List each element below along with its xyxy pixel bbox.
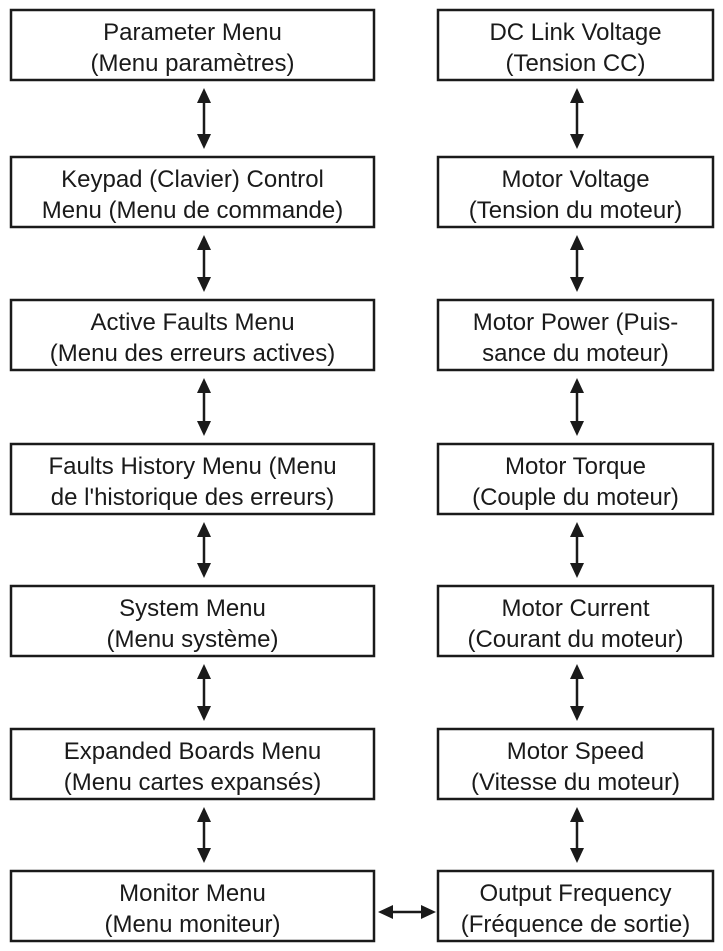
arrow-head-up — [197, 88, 211, 103]
arrow-head-down — [197, 277, 211, 292]
arrow-head-up — [570, 522, 584, 537]
right-box-frame — [436, 727, 715, 801]
arrow-head-up — [570, 88, 584, 103]
left-vertical-arrow-4 — [197, 664, 211, 721]
arrow-head-down — [570, 277, 584, 292]
arrow-head-left — [378, 905, 393, 919]
left-box-label-line2: Menu (Menu de commande) — [42, 197, 343, 224]
right-vertical-arrow-4 — [570, 664, 584, 721]
right-box-label-line2: (Courant du moteur) — [467, 626, 683, 653]
right-box-label-line2: (Tension du moteur) — [469, 197, 682, 224]
right-vertical-arrow-5 — [570, 807, 584, 863]
arrow-head-down — [570, 421, 584, 436]
right-box-2: Motor Power (Puis-sance du moteur) — [436, 298, 715, 372]
right-box-label-line2: sance du moteur) — [482, 340, 669, 367]
right-box-frame — [436, 442, 715, 516]
left-box-label-line2: de l'historique des erreurs) — [51, 484, 334, 511]
arrow-head-down — [570, 848, 584, 863]
right-box-label-line1: Output Frequency — [479, 880, 671, 907]
left-box-0: Parameter Menu (Menu paramètres) — [9, 8, 376, 82]
right-box-frame — [436, 8, 715, 82]
right-box-label-line2: (Vitesse du moteur) — [471, 769, 680, 796]
right-box-frame — [436, 869, 715, 943]
right-box-frame — [436, 584, 715, 658]
left-box-2: Active Faults Menu (Menu des erreurs acti… — [9, 298, 376, 372]
left-box-label-line1: Active Faults Menu — [90, 309, 294, 336]
right-vertical-arrow-0 — [570, 88, 584, 149]
left-vertical-arrow-5 — [197, 807, 211, 863]
arrow-head-up — [570, 235, 584, 250]
right-box-6: Output Frequency (Fréquence de sortie) — [436, 869, 715, 943]
right-box-label-line2: (Fréquence de sortie) — [461, 911, 690, 938]
left-vertical-arrow-1 — [197, 235, 211, 292]
left-box-label-line2: (Menu paramètres) — [90, 50, 294, 77]
left-box-label-line1: Parameter Menu — [103, 19, 282, 46]
right-box-frame — [436, 298, 715, 372]
right-box-label-line2: (Tension CC) — [505, 50, 645, 77]
left-box-label-line2: (Menu système) — [106, 626, 278, 653]
left-box-label-line1: Faults History Menu (Menu — [48, 453, 336, 480]
right-box-label-line1: Motor Voltage — [501, 166, 649, 193]
right-box-label-line1: Motor Speed — [507, 738, 644, 765]
left-box-label-line1: Keypad (Clavier) Control — [61, 166, 324, 193]
right-box-frame — [436, 155, 715, 229]
left-box-frame — [9, 298, 376, 372]
left-box-label-line2: (Menu moniteur) — [104, 911, 280, 938]
arrow-head-up — [570, 664, 584, 679]
arrow-head-up — [570, 807, 584, 822]
left-vertical-arrow-3 — [197, 522, 211, 578]
left-box-frame — [9, 8, 376, 82]
left-box-label-line2: (Menu des erreurs actives) — [50, 340, 335, 367]
arrow-head-down — [197, 421, 211, 436]
arrow-head-down — [197, 848, 211, 863]
arrow-head-up — [197, 664, 211, 679]
arrow-head-up — [570, 378, 584, 393]
right-box-label-line1: DC Link Voltage — [489, 19, 661, 46]
right-box-label-line1: Motor Power (Puis- — [473, 309, 678, 336]
left-box-label-line1: Monitor Menu — [119, 880, 266, 907]
arrow-head-down — [570, 134, 584, 149]
left-box-label-line1: Expanded Boards Menu — [64, 738, 322, 765]
left-vertical-arrow-2 — [197, 378, 211, 436]
right-vertical-arrow-1 — [570, 235, 584, 292]
arrows-layer — [197, 88, 584, 919]
arrow-head-down — [197, 134, 211, 149]
arrow-head-right — [421, 905, 436, 919]
left-box-frame — [9, 727, 376, 801]
monitor-to-output-arrow — [378, 905, 436, 919]
left-box-frame — [9, 442, 376, 516]
left-box-frame — [9, 869, 376, 943]
right-box-3: Motor Torque (Couple du moteur) — [436, 442, 715, 516]
left-box-frame — [9, 155, 376, 229]
left-box-label-line1: System Menu — [119, 595, 266, 622]
right-box-label-line1: Motor Current — [501, 595, 649, 622]
right-box-label-line2: (Couple du moteur) — [472, 484, 679, 511]
arrow-head-up — [197, 378, 211, 393]
boxes-layer: Parameter Menu (Menu paramètres) Keypad (C… — [9, 8, 715, 943]
left-box-label-line2: (Menu cartes expansés) — [64, 769, 321, 796]
left-vertical-arrow-0 — [197, 88, 211, 149]
arrow-head-down — [197, 706, 211, 721]
arrow-head-up — [197, 522, 211, 537]
right-box-4: Motor Current (Courant du moteur) — [436, 584, 715, 658]
arrow-head-down — [197, 563, 211, 578]
left-box-4: System Menu (Menu système) — [9, 584, 376, 658]
arrow-head-down — [570, 563, 584, 578]
left-box-5: Expanded Boards Menu (Menu cartes expansé… — [9, 727, 376, 801]
left-box-3: Faults History Menu (Menu de l'historique… — [9, 442, 376, 516]
right-vertical-arrow-3 — [570, 522, 584, 578]
arrow-head-up — [197, 807, 211, 822]
right-box-label-line1: Motor Torque — [505, 453, 646, 480]
right-box-1: Motor Voltage (Tension du moteur) — [436, 155, 715, 229]
arrow-head-up — [197, 235, 211, 250]
left-box-6: Monitor Menu (Menu moniteur) — [9, 869, 376, 943]
right-box-0: DC Link Voltage (Tension CC) — [436, 8, 715, 82]
arrow-head-down — [570, 706, 584, 721]
left-box-frame — [9, 584, 376, 658]
right-vertical-arrow-2 — [570, 378, 584, 436]
right-box-5: Motor Speed (Vitesse du moteur) — [436, 727, 715, 801]
